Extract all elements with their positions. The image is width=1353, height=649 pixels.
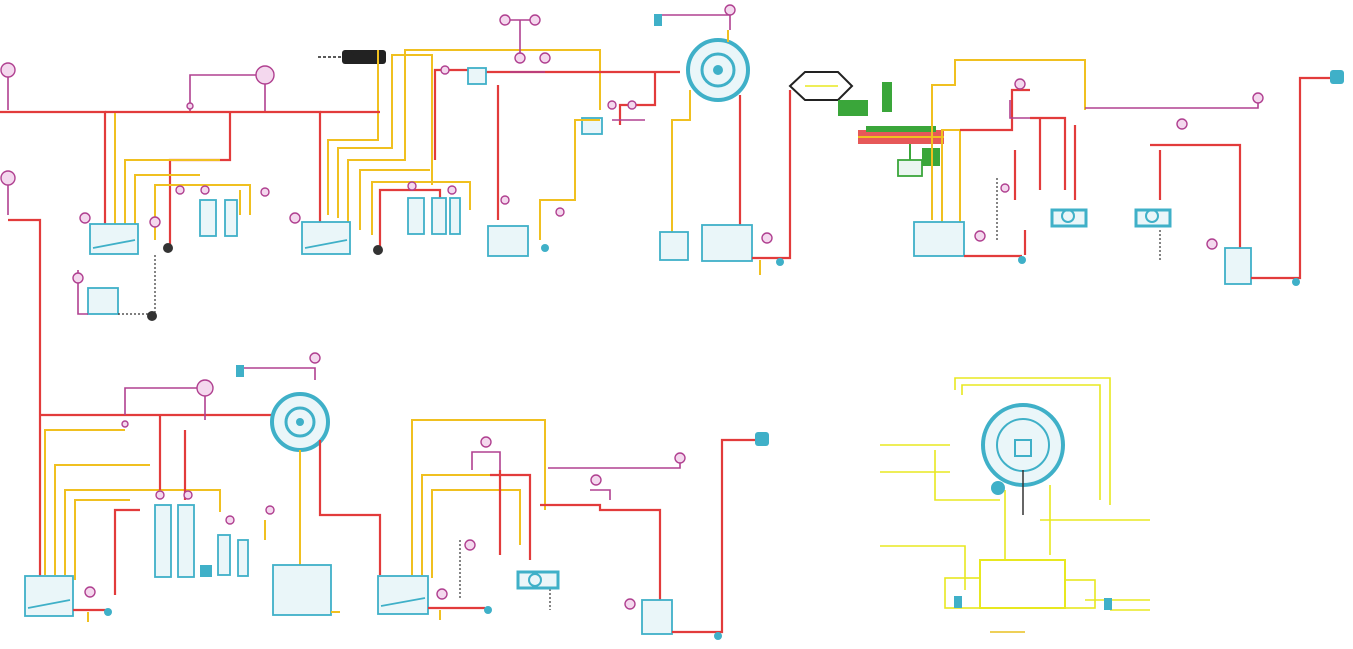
- section-top-right: [913, 59, 1344, 286]
- unit-11-green-block-1: [838, 100, 868, 116]
- tank-top-right-2: [1224, 247, 1252, 285]
- separator-top-1: [467, 67, 487, 85]
- tank-top-right-1: [913, 221, 965, 257]
- tank-bottom-center-1: [377, 575, 429, 615]
- unit-14-group: [880, 377, 1150, 633]
- left-gauge-top: [0, 62, 16, 78]
- column-top-left-b: [224, 199, 238, 237]
- separator-top-2: [581, 117, 603, 135]
- pump-top-left: [163, 243, 173, 253]
- tank-top-left-1: [89, 223, 139, 255]
- column-unit-10-b: [177, 504, 195, 578]
- bottom-separator: [516, 570, 560, 590]
- unit-14-base-tank: [979, 559, 1066, 609]
- section-top-left: [0, 62, 322, 580]
- left-gauge-bottom: [0, 170, 16, 186]
- tank-bottom-center-2: [641, 599, 673, 635]
- column-unit-10-a: [154, 504, 172, 578]
- unit-9-group: [654, 4, 792, 275]
- unit-12-equipment: [342, 50, 386, 64]
- bottom-dryer-group: [236, 352, 382, 616]
- unit-15-separators: [1050, 208, 1172, 228]
- tank-top-center-1: [301, 221, 351, 255]
- unit-13-11-group: [788, 71, 944, 177]
- top-right-outlet: [1330, 70, 1344, 84]
- column-top-center-b: [431, 197, 447, 235]
- small-tank-top-left: [87, 287, 119, 315]
- tank-top-center-2: [487, 225, 529, 257]
- column-top-center-a: [407, 197, 425, 235]
- column-top-left-a: [199, 199, 217, 237]
- section-top-center-left: [289, 14, 680, 257]
- unit-9-small-tank: [659, 231, 689, 261]
- bottom-outlet: [755, 432, 769, 446]
- bottom-dryer-receiver: [272, 564, 332, 616]
- tank-bottom-left-1: [24, 575, 74, 617]
- section-bottom-center-right: [377, 419, 769, 640]
- unit-9-receiver: [701, 224, 753, 262]
- section-bottom-left: [24, 379, 280, 622]
